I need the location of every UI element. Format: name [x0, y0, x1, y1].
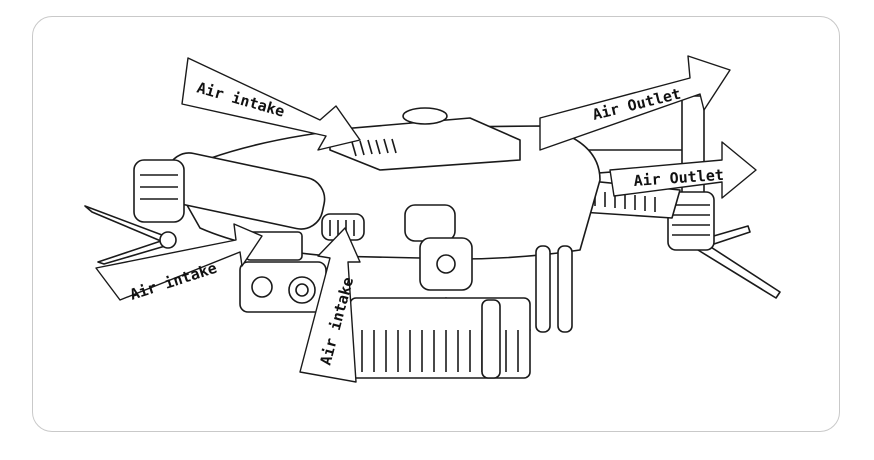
arrow-intake-top	[181, 57, 361, 151]
arrow-intake-bottom	[299, 227, 361, 383]
top-button	[402, 107, 448, 125]
vent-top	[351, 138, 397, 157]
motor-center	[404, 204, 456, 242]
motor-left	[133, 159, 185, 223]
landing-leg-left	[481, 299, 501, 379]
label-outlet-top: Air Outlet	[591, 85, 683, 124]
landing-leg-right-2	[557, 245, 573, 333]
landing-leg-right-1	[535, 245, 551, 333]
arrow-outlet-right	[609, 141, 757, 199]
camera-lens-1	[251, 276, 273, 298]
prop-hub-left	[159, 231, 177, 249]
top-cover	[329, 117, 521, 171]
battery	[349, 297, 531, 379]
arrow-intake-left	[95, 223, 263, 301]
arrow-outlet-top	[539, 55, 731, 151]
mast-right	[681, 95, 705, 207]
